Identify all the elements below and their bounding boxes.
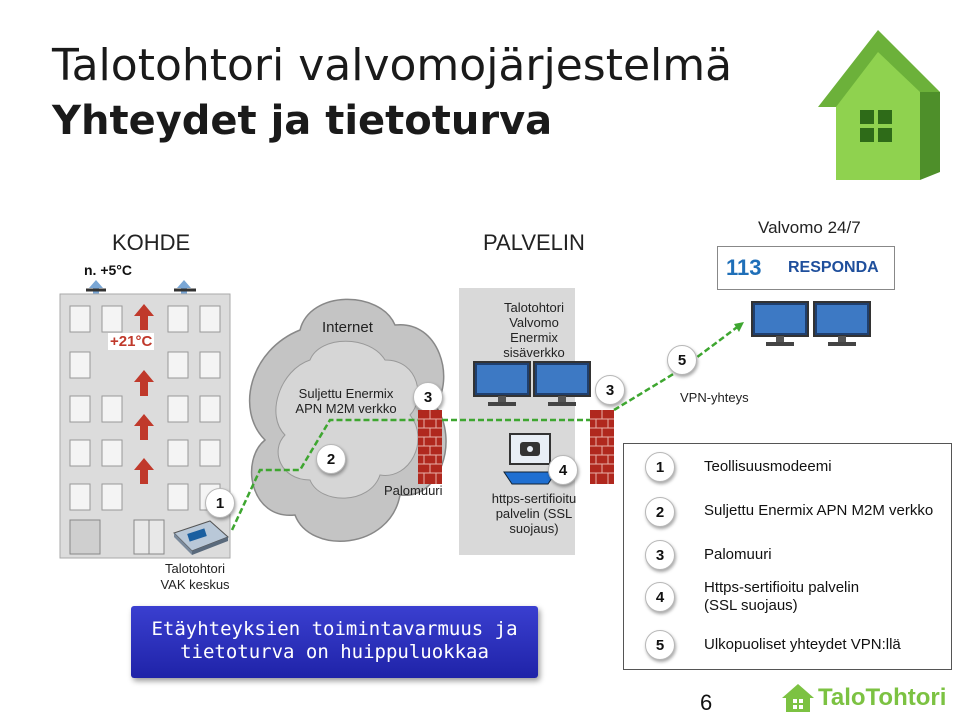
badge-4: 4 [548,455,578,485]
vak-caption: Talotohtori VAK keskus [150,561,240,593]
https-label-line3: suojaus) [509,521,559,536]
legend-box: 1 Teollisuusmodeemi 2 Suljettu Enermix A… [623,443,952,670]
section-palvelin: PALVELIN [483,230,585,255]
firewall-icon [418,410,442,484]
building-illustration [59,280,231,559]
legend-text-4-line2: (SSL suojaus) [704,597,798,614]
badge-3-server: 3 [595,375,625,405]
banner-line1: Etäyhteyksien toimintavarmuus ja [151,618,518,640]
footer-house-icon [782,684,814,712]
logo-responda: RESPONDA [788,259,879,276]
monitor-icon-3 [751,301,809,346]
monitor-icon-4 [813,301,871,346]
vak-caption-line1: Talotohtori [165,561,225,576]
vpn-label: VPN-yhteys [680,390,749,405]
apn-label-line1: Suljettu Enermix [298,386,394,401]
network-label-line2: Valvomo [509,315,559,330]
legend-badge-2: 2 [645,497,675,527]
firewall-icon-2 [590,410,614,484]
monitor-icon-2 [533,361,591,406]
badge-5: 5 [667,345,697,375]
outdoor-temperature: n. +5°C [84,262,133,278]
badge-2: 2 [316,444,346,474]
monitor-icon-1 [473,361,531,406]
network-label-line1: Talotohtori [504,300,564,315]
firewall-label: Palomuuri [384,483,443,498]
banner-line2: tietoturva on huippuluokkaa [180,641,489,663]
internet-label: Internet [322,319,373,336]
legend-badge-1: 1 [645,452,675,482]
https-label-line2: palvelin (SSL [495,506,573,521]
logo-113: 113 [726,255,762,280]
https-label-line1: https-sertifioitu [491,491,577,506]
legend-badge-4: 4 [645,582,675,612]
footer-brand: TaloTohtori [818,684,947,711]
talotohtori-house-logo [818,30,940,180]
server-panel [459,288,575,555]
vak-caption-line2: VAK keskus [160,577,230,592]
responda-logo: 113 RESPONDA [717,246,895,290]
section-valvomo: Valvomo 24/7 [758,218,861,237]
apn-label-line2: APN M2M verkko [295,401,397,416]
section-kohde: KOHDE [112,230,191,255]
network-label: Talotohtori Valvomo Enermix sisäverkko [459,300,609,360]
https-label: https-sertifioitu palvelin (SSL suojaus) [464,491,604,536]
legend-text-4: Https-sertifioitu palvelin (SSL suojaus) [704,579,859,615]
modem-icon [173,520,229,555]
legend-text-1: Teollisuusmodeemi [704,458,832,475]
badge-1: 1 [205,488,235,518]
legend-text-5: Ulkopuoliset yhteydet VPN:llä [704,636,901,653]
page-title: Talotohtori valvomojärjestelmä [52,40,733,91]
apn-label: Suljettu Enermix APN M2M verkko [286,386,406,416]
indoor-temperature: +21°C [108,333,155,350]
page-number: 6 [700,690,713,715]
legend-badge-5: 5 [645,630,675,660]
legend-text-4-line1: Https-sertifioitu palvelin [704,579,860,596]
network-label-line4: sisäverkko [503,345,565,360]
page-subtitle: Yhteydet ja tietoturva [52,98,553,144]
legend-text-2: Suljettu Enermix APN M2M verkko [704,502,934,519]
network-label-line3: Enermix [510,330,558,345]
secure-server-icon [503,433,557,485]
highlight-banner: Etäyhteyksien toimintavarmuus ja tietotu… [131,606,538,678]
legend-badge-3: 3 [645,540,675,570]
legend-text-3: Palomuuri [704,546,772,563]
